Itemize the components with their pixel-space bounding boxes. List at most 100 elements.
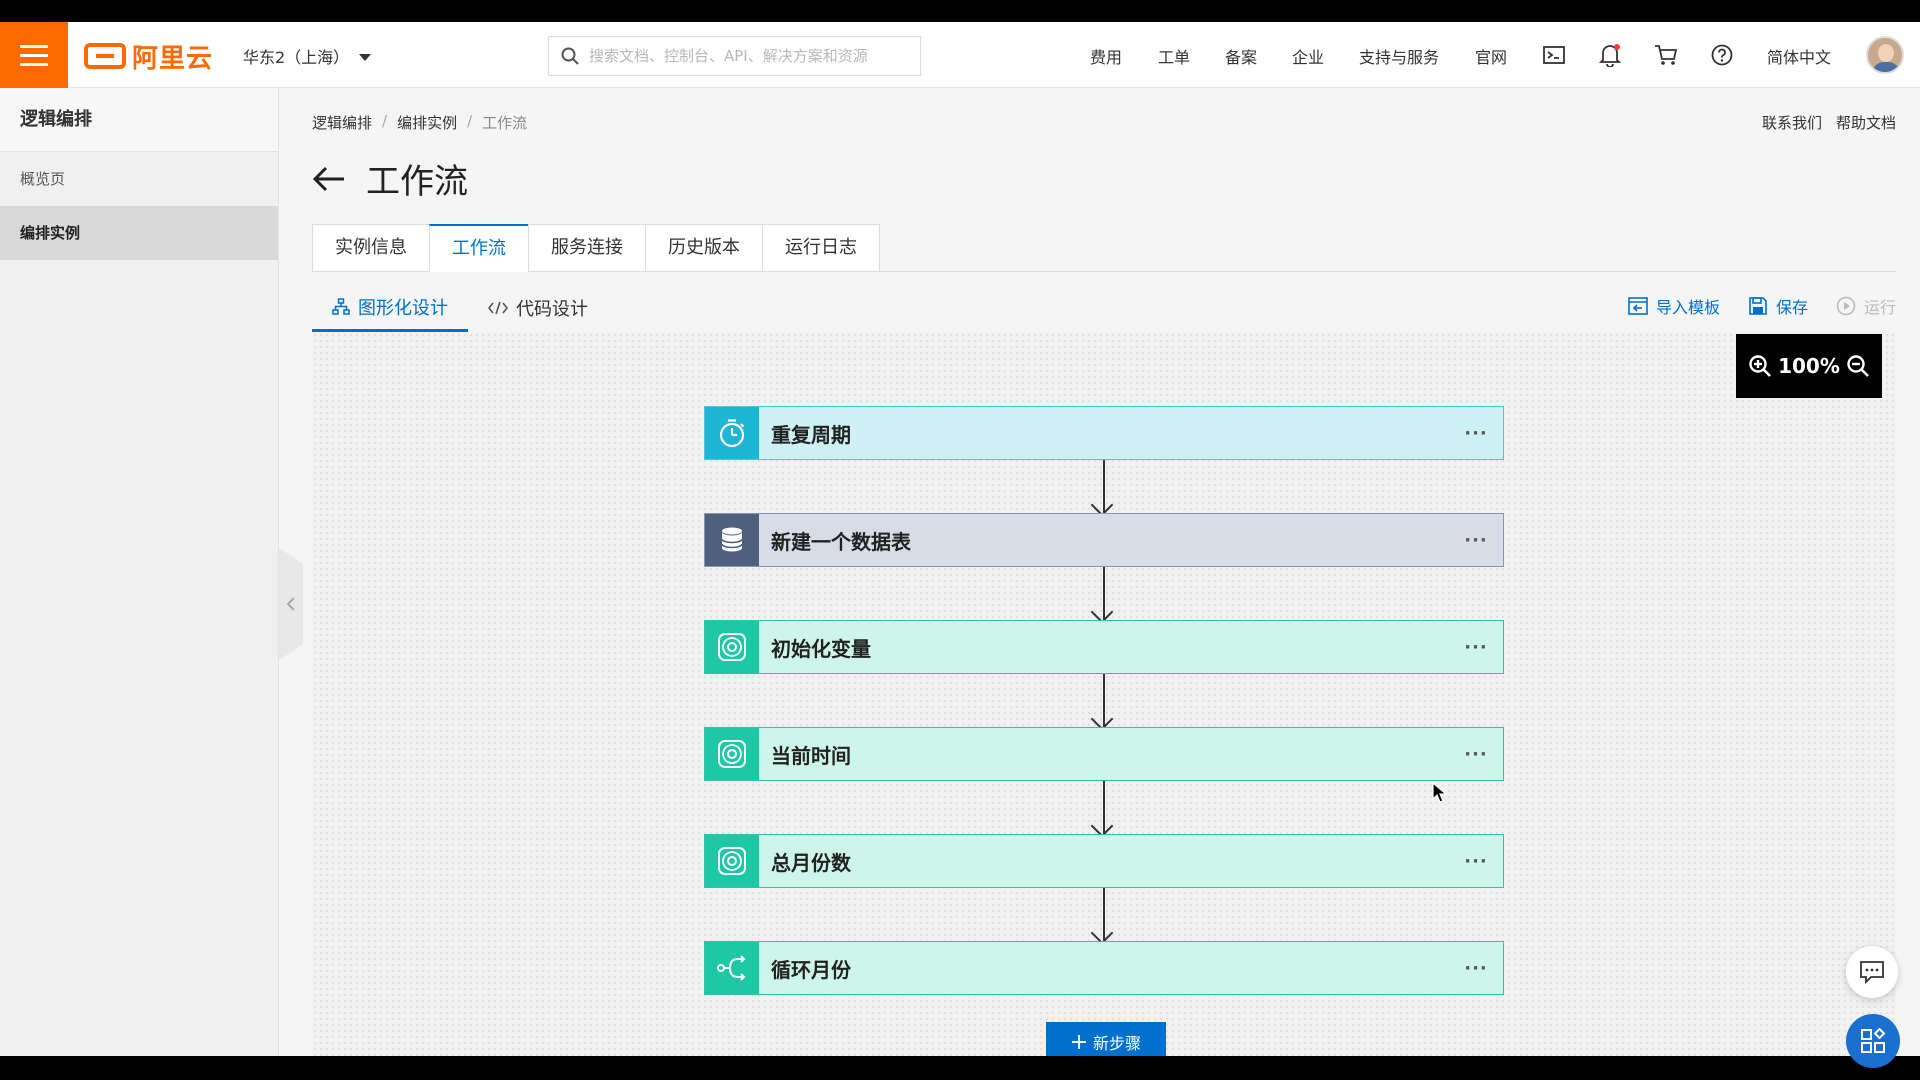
workflow-toolbar: 导入模板 保存 运行 xyxy=(1628,294,1896,318)
step-label: 新建一个数据表 xyxy=(771,529,911,554)
apps-menu-button[interactable] xyxy=(1846,1014,1900,1068)
search-input[interactable] xyxy=(589,47,909,65)
step-label: 重复周期 xyxy=(771,422,851,447)
step-more-button[interactable]: ··· xyxy=(1464,422,1488,444)
save-button[interactable]: 保存 xyxy=(1748,294,1808,318)
step-icon-box xyxy=(705,728,759,780)
subtab-graphical-design[interactable]: 图形化设计 xyxy=(312,284,468,332)
app-frame: 阿里云 华东2（上海） 费用 工单 备案 企业 支持与服务 官网 简体中文 xyxy=(0,22,1920,1056)
run-button[interactable]: 运行 xyxy=(1836,294,1896,318)
zoom-out-icon[interactable] xyxy=(1846,354,1870,378)
bell-icon[interactable] xyxy=(1597,42,1623,68)
user-avatar[interactable] xyxy=(1866,36,1904,74)
plus-icon xyxy=(1071,1035,1086,1049)
tab-instance-info[interactable]: 实例信息 xyxy=(312,224,429,272)
global-search[interactable] xyxy=(548,36,921,76)
step-label: 总月份数 xyxy=(771,850,851,875)
logo-text: 阿里云 xyxy=(132,43,214,74)
workflow-step-loop-months[interactable]: 循环月份 ··· xyxy=(704,941,1504,995)
sidebar-item-overview[interactable]: 概览页 xyxy=(20,170,66,188)
step-icon-box xyxy=(705,835,759,887)
breadcrumb-item[interactable]: 逻辑编排 xyxy=(312,114,373,132)
subtab-label: 代码设计 xyxy=(516,299,588,320)
tab-service-connections[interactable]: 服务连接 xyxy=(528,224,645,272)
sidebar-title: 逻辑编排 xyxy=(0,88,278,152)
play-icon xyxy=(1836,296,1856,316)
nav-link-support[interactable]: 支持与服务 xyxy=(1359,48,1440,67)
tab-workflow[interactable]: 工作流 xyxy=(429,224,528,272)
apps-grid-icon xyxy=(1861,1028,1886,1053)
add-step-label: 新步骤 xyxy=(1092,1034,1141,1053)
step-icon-box xyxy=(705,621,759,673)
contact-us-link[interactable]: 联系我们 xyxy=(1761,114,1822,132)
breadcrumb-separator: / xyxy=(467,112,473,130)
flow-arrow xyxy=(1103,781,1105,833)
main-content: 逻辑编排 / 编排实例 / 工作流 联系我们 帮助文档 工作流 实例信息 工作流… xyxy=(279,88,1920,1056)
nav-link-tickets[interactable]: 工单 xyxy=(1158,48,1191,67)
sidebar-item-instances[interactable]: 编排实例 xyxy=(0,206,278,260)
hamburger-menu-button[interactable] xyxy=(0,22,68,88)
variable-icon xyxy=(718,847,746,875)
zoom-level: 100% xyxy=(1778,354,1840,378)
add-step-button[interactable]: 新步骤 xyxy=(1046,1022,1166,1056)
workflow-step-total-months[interactable]: 总月份数 ··· xyxy=(704,834,1504,888)
terminal-icon[interactable] xyxy=(1541,42,1567,68)
code-icon xyxy=(488,301,508,315)
nav-link-official-site[interactable]: 官网 xyxy=(1475,48,1508,67)
language-switch[interactable]: 简体中文 xyxy=(1767,48,1832,67)
back-arrow-icon[interactable] xyxy=(312,166,346,192)
nav-link-enterprise[interactable]: 企业 xyxy=(1292,48,1325,67)
workflow-canvas[interactable]: 100% 重复周期 ··· 新建一个数据表 ··· xyxy=(312,332,1896,1056)
workflow-step-repeat-schedule[interactable]: 重复周期 ··· xyxy=(704,406,1504,460)
step-more-button[interactable]: ··· xyxy=(1464,529,1488,551)
zoom-in-icon[interactable] xyxy=(1748,354,1772,378)
loop-icon xyxy=(717,955,746,981)
tab-bar: 实例信息 工作流 服务连接 历史版本 运行日志 xyxy=(312,224,880,272)
save-icon xyxy=(1749,297,1767,315)
page-title-row: 工作流 xyxy=(312,154,468,203)
design-mode-tabs: 图形化设计 代码设计 xyxy=(312,284,608,332)
sidebar-collapse-handle[interactable] xyxy=(279,548,303,660)
help-docs-link[interactable]: 帮助文档 xyxy=(1835,114,1896,132)
zoom-control: 100% xyxy=(1736,334,1882,398)
workflow-step-current-time[interactable]: 当前时间 ··· xyxy=(704,727,1504,781)
search-icon xyxy=(561,47,579,65)
flowchart-icon xyxy=(332,297,350,315)
chat-support-button[interactable] xyxy=(1846,946,1898,998)
flow-arrow xyxy=(1103,460,1105,512)
step-label: 当前时间 xyxy=(771,743,851,768)
nav-link-fees[interactable]: 费用 xyxy=(1090,48,1123,67)
header-links: 联系我们 帮助文档 xyxy=(1762,112,1896,133)
import-icon xyxy=(1628,297,1648,315)
step-more-button[interactable]: ··· xyxy=(1464,636,1488,658)
step-label: 初始化变量 xyxy=(771,636,871,661)
flow-arrow xyxy=(1103,674,1105,726)
workflow-step-init-variable[interactable]: 初始化变量 ··· xyxy=(704,620,1504,674)
step-icon-box xyxy=(705,942,759,994)
timer-icon xyxy=(719,419,745,448)
tabs-divider xyxy=(312,271,1896,272)
aliyun-logo[interactable]: 阿里云 xyxy=(84,40,214,74)
hamburger-line xyxy=(20,53,48,57)
breadcrumb-item[interactable]: 编排实例 xyxy=(397,114,458,132)
tab-run-logs[interactable]: 运行日志 xyxy=(762,224,880,272)
breadcrumb: 逻辑编排 / 编排实例 / 工作流 xyxy=(312,112,527,133)
subtab-code-design[interactable]: 代码设计 xyxy=(468,284,608,332)
flow-arrow xyxy=(1103,888,1105,940)
step-label: 循环月份 xyxy=(771,957,851,982)
tab-history-versions[interactable]: 历史版本 xyxy=(645,224,762,272)
nav-link-icp[interactable]: 备案 xyxy=(1225,48,1258,67)
page-title: 工作流 xyxy=(366,162,468,202)
help-icon[interactable] xyxy=(1709,42,1735,68)
cart-icon[interactable] xyxy=(1653,42,1679,68)
step-more-button[interactable]: ··· xyxy=(1464,957,1488,979)
step-more-button[interactable]: ··· xyxy=(1464,743,1488,765)
region-selector[interactable]: 华东2（上海） xyxy=(243,44,372,68)
flow-arrow xyxy=(1103,567,1105,619)
import-template-button[interactable]: 导入模板 xyxy=(1628,294,1720,318)
step-more-button[interactable]: ··· xyxy=(1464,850,1488,872)
top-navigation-bar: 阿里云 华东2（上海） 费用 工单 备案 企业 支持与服务 官网 简体中文 xyxy=(0,22,1920,88)
step-icon-box xyxy=(705,514,759,566)
workflow-step-create-table[interactable]: 新建一个数据表 ··· xyxy=(704,513,1504,567)
region-label: 华东2（上海） xyxy=(243,48,350,67)
